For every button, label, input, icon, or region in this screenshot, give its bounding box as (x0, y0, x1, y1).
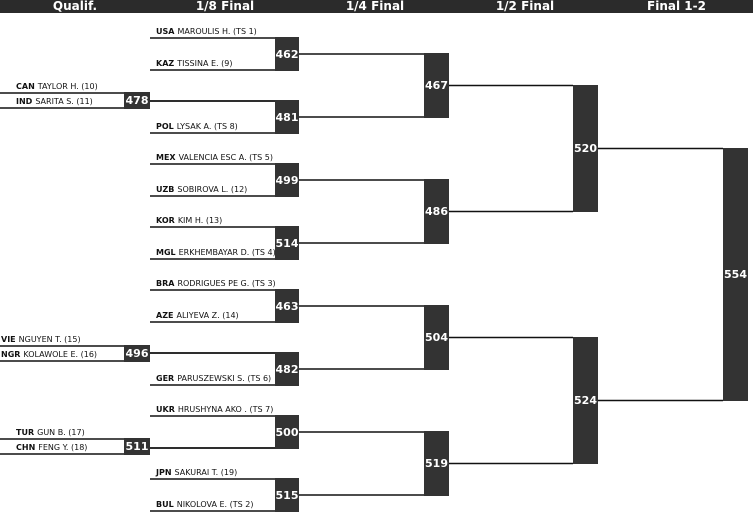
athlete-name: SAKURAI T. (19) (174, 468, 238, 477)
match-box-r16[interactable]: 499 (275, 163, 299, 197)
athlete-country: POL (156, 122, 174, 131)
match-box-qf[interactable]: 504 (424, 305, 449, 370)
athlete-name: RODRIGUES PE G. (TS 3) (177, 279, 276, 288)
athlete-name: ALIYEVA Z. (14) (176, 311, 239, 320)
match-box-qf[interactable]: 467 (424, 53, 449, 118)
athlete-name: FENG Y. (18) (38, 443, 88, 452)
match-box-r16[interactable]: 514 (275, 226, 299, 260)
round-title-qf: 1/4 Final (345, 0, 405, 13)
athlete-name: VALENCIA ESC A. (TS 5) (178, 153, 274, 162)
athlete-country: TUR (16, 428, 35, 437)
athlete-name: TISSINA E. (9) (177, 59, 233, 68)
athlete-country: BUL (156, 500, 174, 509)
athlete-country: UZB (156, 185, 175, 194)
athlete-country: BRA (156, 279, 175, 288)
athlete-name: HRUSHYNA AKO . (TS 7) (177, 405, 274, 414)
athlete-name: TAYLOR H. (10) (37, 82, 98, 91)
athlete-country: JPN (156, 468, 172, 477)
round-title-final: Final 1-2 (647, 0, 706, 13)
match-box-qf[interactable]: 486 (424, 179, 449, 244)
athlete-country: USA (156, 27, 175, 36)
athlete-country: MEX (156, 153, 176, 162)
athlete-country: KOR (156, 216, 175, 225)
match-box-qualif[interactable]: 478 (124, 92, 150, 109)
match-box-sf[interactable]: 524 (573, 336, 598, 465)
athlete-name: KIM H. (13) (177, 216, 223, 225)
match-box-sf[interactable]: 520 (573, 84, 598, 213)
athlete-name: GUN B. (17) (37, 428, 85, 437)
round-header-bar: Qualif. 1/8 Final 1/4 Final 1/2 Final Fi… (0, 0, 753, 13)
athlete-country: NGR (1, 350, 21, 359)
match-box-qualif[interactable]: 511 (124, 438, 150, 455)
round-title-sf: 1/2 Final (495, 0, 555, 13)
athlete-country: KAZ (156, 59, 175, 68)
match-box-r16[interactable]: 500 (275, 415, 299, 449)
athlete-name: SOBIROVA L. (12) (177, 185, 248, 194)
athlete-name: MAROULIS H. (TS 1) (177, 27, 257, 36)
round-title-r16: 1/8 Final (195, 0, 255, 13)
athlete-country: IND (16, 97, 33, 106)
athlete-country: AZE (156, 311, 174, 320)
athlete-name: SARITA S. (11) (35, 97, 93, 106)
athlete-country: CHN (16, 443, 36, 452)
athlete-country: MGL (156, 248, 176, 257)
match-box-qf[interactable]: 519 (424, 431, 449, 496)
athlete-name: PARUSZEWSKI S. (TS 6) (177, 374, 272, 383)
athlete-name: LYSAK A. (TS 8) (176, 122, 238, 131)
athlete-country: UKR (156, 405, 175, 414)
athlete-name: KOLAWOLE E. (16) (23, 350, 98, 359)
match-box-qualif[interactable]: 496 (124, 345, 150, 362)
match-box-r16[interactable]: 462 (275, 37, 299, 71)
match-box-final[interactable]: 554 (723, 147, 748, 402)
match-box-r16[interactable]: 482 (275, 352, 299, 386)
round-title-qualif: Qualif. (52, 0, 98, 13)
athlete-country: GER (156, 374, 175, 383)
athlete-name: NGUYEN T. (15) (18, 335, 81, 344)
athlete-country: CAN (16, 82, 35, 91)
match-box-r16[interactable]: 463 (275, 289, 299, 323)
match-box-r16[interactable]: 481 (275, 100, 299, 134)
athlete-country: VIE (1, 335, 16, 344)
athlete-name: ERKHEMBAYAR D. (TS 4) (178, 248, 276, 257)
match-box-r16[interactable]: 515 (275, 478, 299, 512)
athlete-name: NIKOLOVA E. (TS 2) (176, 500, 254, 509)
